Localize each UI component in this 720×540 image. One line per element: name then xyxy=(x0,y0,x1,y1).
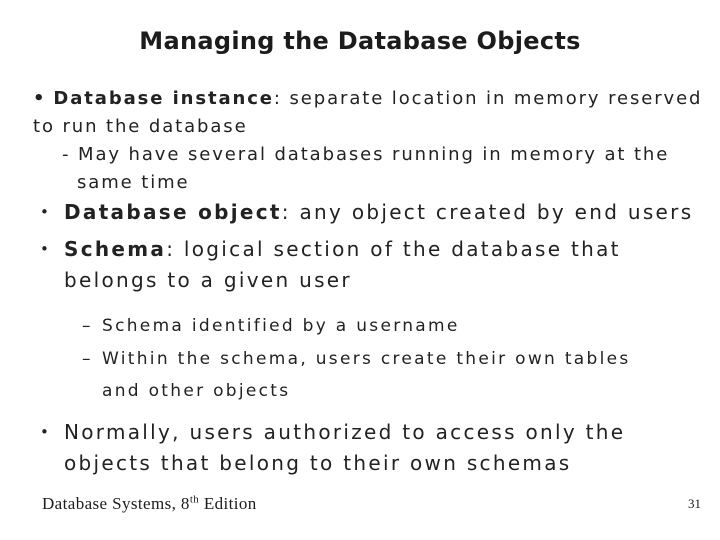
footer-book-title: Database Systems, 8th Edition xyxy=(42,493,257,515)
sub-within-line-1: Within the schema, users create their ow… xyxy=(102,349,631,369)
bullet-icon: • xyxy=(33,88,47,109)
object-lead: Database object xyxy=(64,200,282,224)
schema-line-2: belongs to a given user xyxy=(64,268,352,292)
schema-text: Schema: logical section of the database … xyxy=(64,234,621,296)
dash-icon: – xyxy=(82,316,91,336)
sub-within-text: Within the schema, users create their ow… xyxy=(102,343,631,407)
instance-rest: : separate location in memory reserved xyxy=(273,88,703,109)
instance-sub-line-1: - May have several databases running in … xyxy=(62,144,670,165)
schema-sub-bullets: – Schema identified by a username – With… xyxy=(82,310,631,407)
bullet-icon: • xyxy=(40,240,49,258)
normally-text: Normally, users authorized to access onl… xyxy=(64,417,625,479)
page-title: Managing the Database Objects xyxy=(139,27,581,55)
sub-bullet-username: – Schema identified by a username xyxy=(82,310,631,342)
instance-sub-line-2: same time xyxy=(77,172,190,193)
footer-superscript: th xyxy=(189,493,200,506)
schema-rest: : logical section of the database that xyxy=(166,237,621,261)
instance-line-1: • Database instance: separate location in… xyxy=(33,85,700,113)
bullet-database-instance: • Database instance: separate location in… xyxy=(33,85,700,197)
instance-line-2: to run the database xyxy=(33,116,248,137)
bullet-icon: • xyxy=(40,423,49,441)
normally-line-2: objects that belong to their own schemas xyxy=(64,451,572,475)
normally-line-1: Normally, users authorized to access onl… xyxy=(64,420,626,444)
instance-lead: Database instance xyxy=(53,88,274,109)
page-number: 31 xyxy=(688,496,701,511)
object-text: Database object: any object created by e… xyxy=(64,197,693,228)
schema-lead: Schema xyxy=(64,237,167,261)
bullet-icon: • xyxy=(40,203,49,221)
bullet-database-object: • Database object: any object created by… xyxy=(40,197,693,228)
sub-within-line-2: and other objects xyxy=(102,381,291,401)
footer-edition-text: Edition xyxy=(199,494,257,513)
bullet-normally: • Normally, users authorized to access o… xyxy=(40,417,625,479)
sub-bullet-within-schema: – Within the schema, users create their … xyxy=(82,343,631,407)
sub-username-text: Schema identified by a username xyxy=(102,316,460,336)
footer-title-text: Database Systems, 8 xyxy=(42,494,190,513)
object-rest: : any object created by end users xyxy=(281,200,694,224)
dash-icon: – xyxy=(82,349,91,369)
bullet-schema: • Schema: logical section of the databas… xyxy=(40,234,621,296)
